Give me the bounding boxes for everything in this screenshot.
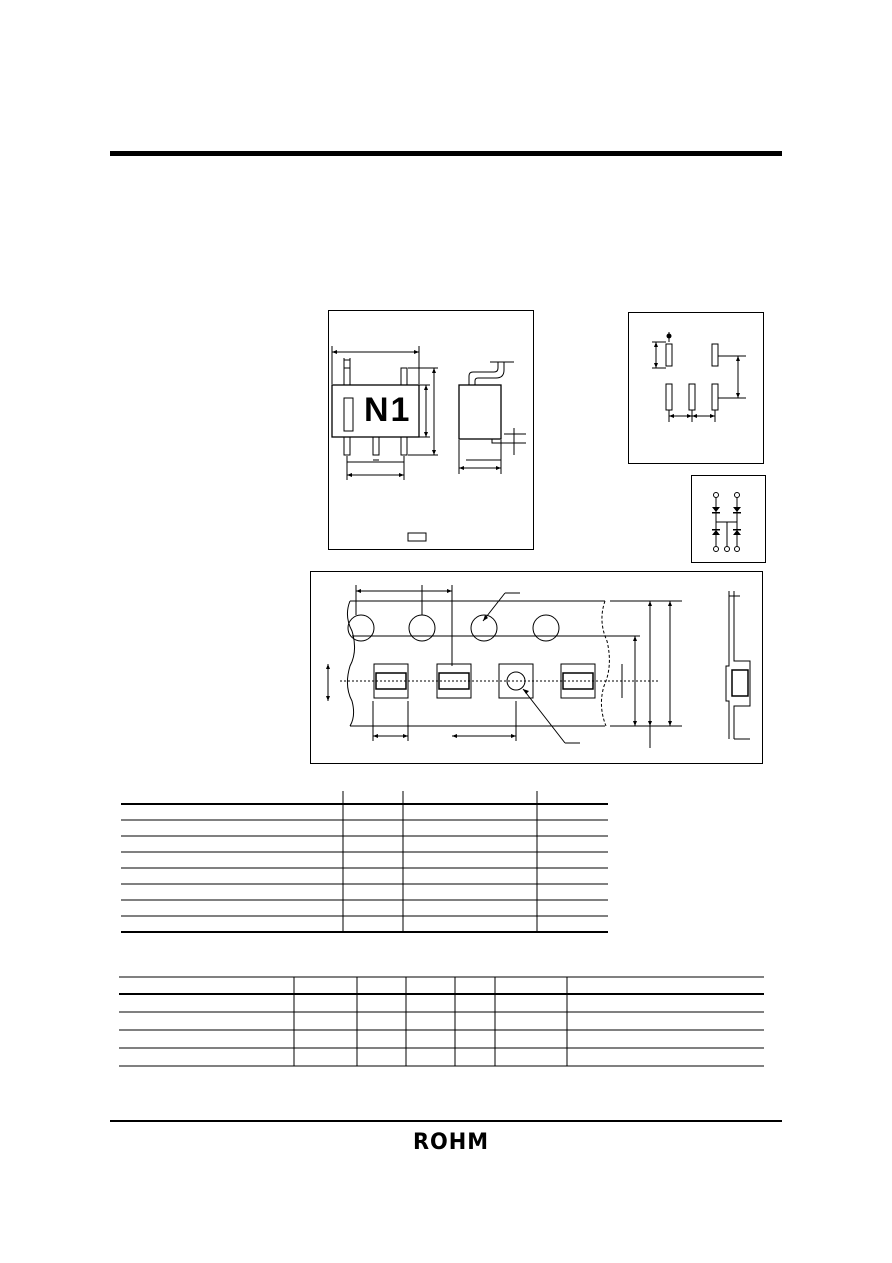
equivalent-circuit-frame [691, 475, 766, 563]
ratings-table [121, 791, 608, 933]
header-rule [110, 151, 782, 156]
taping-drawing [326, 585, 751, 748]
package-outline-frame [328, 310, 534, 550]
land-pattern-frame [628, 312, 764, 464]
footer-rule [110, 1120, 782, 1122]
equivalent-circuit-drawing [712, 492, 741, 552]
package-outline-drawing [331, 346, 526, 542]
package-marking: N1 [364, 391, 412, 429]
land-pattern-drawing [652, 332, 746, 422]
characteristics-table [119, 976, 764, 1067]
rohm-logo: ROHM [412, 1130, 489, 1155]
taping-frame [310, 571, 763, 764]
